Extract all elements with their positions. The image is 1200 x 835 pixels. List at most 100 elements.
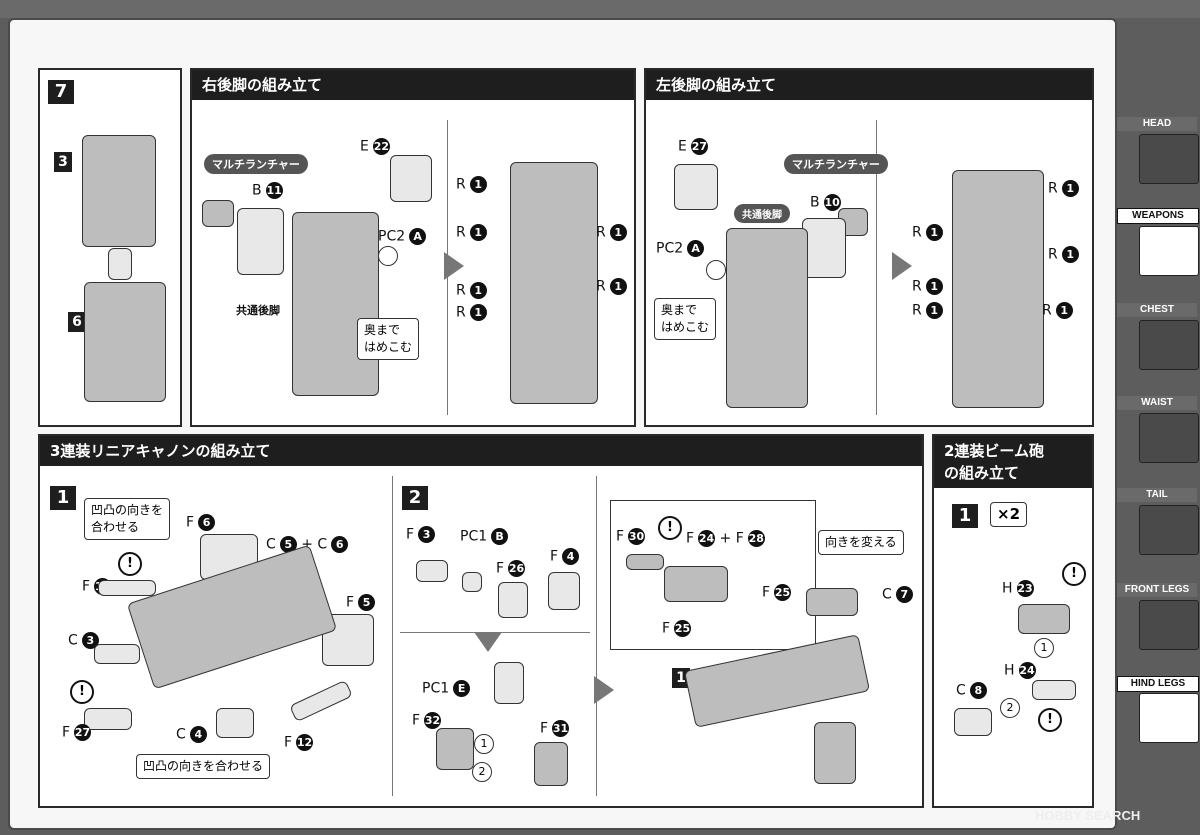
left-leg-title: 左後脚の組み立て	[646, 70, 1092, 100]
f30-part	[626, 554, 664, 570]
hip-part	[108, 248, 132, 280]
substep-2: 2	[402, 486, 428, 510]
tail-icon	[1139, 505, 1199, 555]
weapons-icon	[1139, 226, 1199, 276]
launcher-label: マルチランチャー	[204, 154, 308, 174]
sidebar-tab-head[interactable]: HEAD	[1117, 117, 1197, 131]
sidebar-tab-chest[interactable]: CHEST	[1117, 303, 1197, 317]
substep-3: 3	[54, 152, 72, 172]
chest-icon	[1139, 320, 1199, 370]
launcher-part	[202, 200, 234, 227]
top-strip	[0, 0, 1200, 18]
caution-icon: !	[118, 552, 142, 576]
align-bottom-callout: 凹凸の向きを合わせる	[136, 754, 271, 779]
divider	[596, 476, 597, 796]
substep-6: 6	[68, 312, 86, 332]
f13-part	[98, 580, 156, 596]
substep-1: 1	[50, 486, 76, 510]
f3-part	[416, 560, 448, 582]
step-number: 7	[48, 80, 74, 104]
f32-part	[436, 728, 474, 770]
right-leg-title: 右後脚の組み立て	[192, 70, 634, 100]
cannon-title: 3連装リニアキャノンの組み立て	[40, 436, 922, 466]
watermark: HOBBY SEARCH	[1035, 808, 1141, 823]
triple-muzzle	[806, 588, 858, 616]
step-arrow	[892, 252, 912, 280]
sidebar-tab-hind-legs[interactable]: HIND LEGS	[1117, 676, 1199, 692]
caution-icon: !	[1062, 562, 1086, 586]
step-arrow-down	[474, 632, 502, 652]
assembly-top	[494, 662, 524, 704]
caution-icon: !	[1038, 708, 1062, 732]
align-callout: 凹凸の向きを合わせる	[84, 498, 171, 540]
assembled-leg	[510, 162, 598, 404]
pc2-cap	[378, 246, 398, 266]
order-1: 1	[474, 734, 494, 754]
f31-part	[534, 742, 568, 786]
common-leg-label: 共通後脚	[734, 204, 790, 223]
hind-legs-icon	[1139, 693, 1199, 743]
sidebar-tab-tail[interactable]: TAIL	[1117, 488, 1197, 502]
common-leg-label: 共通後脚	[236, 304, 280, 317]
front-legs-icon	[1139, 600, 1199, 650]
pc1b-part	[462, 572, 482, 592]
cannon-mount	[814, 722, 856, 784]
caution-icon: !	[658, 516, 682, 540]
pc2-cap	[706, 260, 726, 280]
beam-title: 2連装ビーム砲の組み立て	[934, 436, 1092, 488]
sidebar-tab-front-legs[interactable]: FRONT LEGS	[1117, 583, 1197, 597]
assembled-leg	[952, 170, 1044, 408]
press-callout: 奥まではめこむ	[357, 318, 420, 360]
order-1: 1	[1034, 638, 1054, 658]
turn-callout: 向きを変える	[818, 530, 904, 555]
e-part	[390, 155, 432, 202]
sidebar-tab-waist[interactable]: WAIST	[1117, 396, 1197, 410]
times-badge: ×2	[990, 502, 1028, 527]
step-arrow	[444, 252, 464, 280]
c4-part	[216, 708, 254, 738]
f24-f28-part	[664, 566, 728, 602]
foot-part	[84, 282, 166, 402]
sidebar-tab-weapons[interactable]: WEAPONS	[1117, 208, 1199, 224]
c8-part	[954, 708, 992, 736]
c3-part	[94, 644, 140, 664]
h23-part	[1018, 604, 1070, 634]
b-plate	[802, 218, 846, 278]
f27-part	[84, 708, 132, 730]
step-arrow	[594, 676, 614, 704]
waist-icon	[1139, 413, 1199, 463]
divider	[876, 120, 877, 415]
e-part	[674, 164, 718, 210]
launcher-label: マルチランチャー	[784, 154, 888, 174]
leg-body	[292, 212, 379, 396]
f26-part	[498, 582, 528, 618]
